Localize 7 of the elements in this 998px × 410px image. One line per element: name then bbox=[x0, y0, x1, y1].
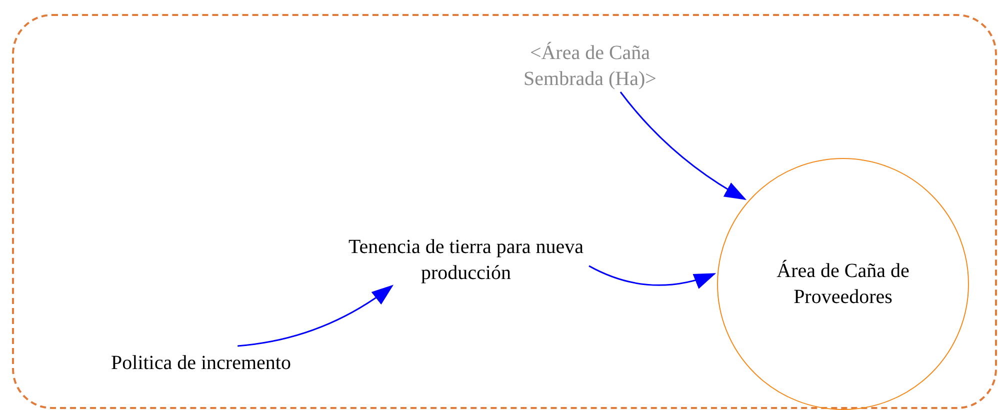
arrow bbox=[588, 265, 716, 288]
variable-label: Tenencia de tierra para nueva producción bbox=[341, 232, 591, 288]
variable-label: Politica de incremento bbox=[72, 348, 330, 378]
dashed-boundary bbox=[12, 14, 997, 409]
shadow-variable-label: <Área de Caña Sembrada (Ha)> bbox=[490, 38, 690, 94]
arrow bbox=[620, 92, 747, 200]
arrow bbox=[238, 284, 394, 347]
